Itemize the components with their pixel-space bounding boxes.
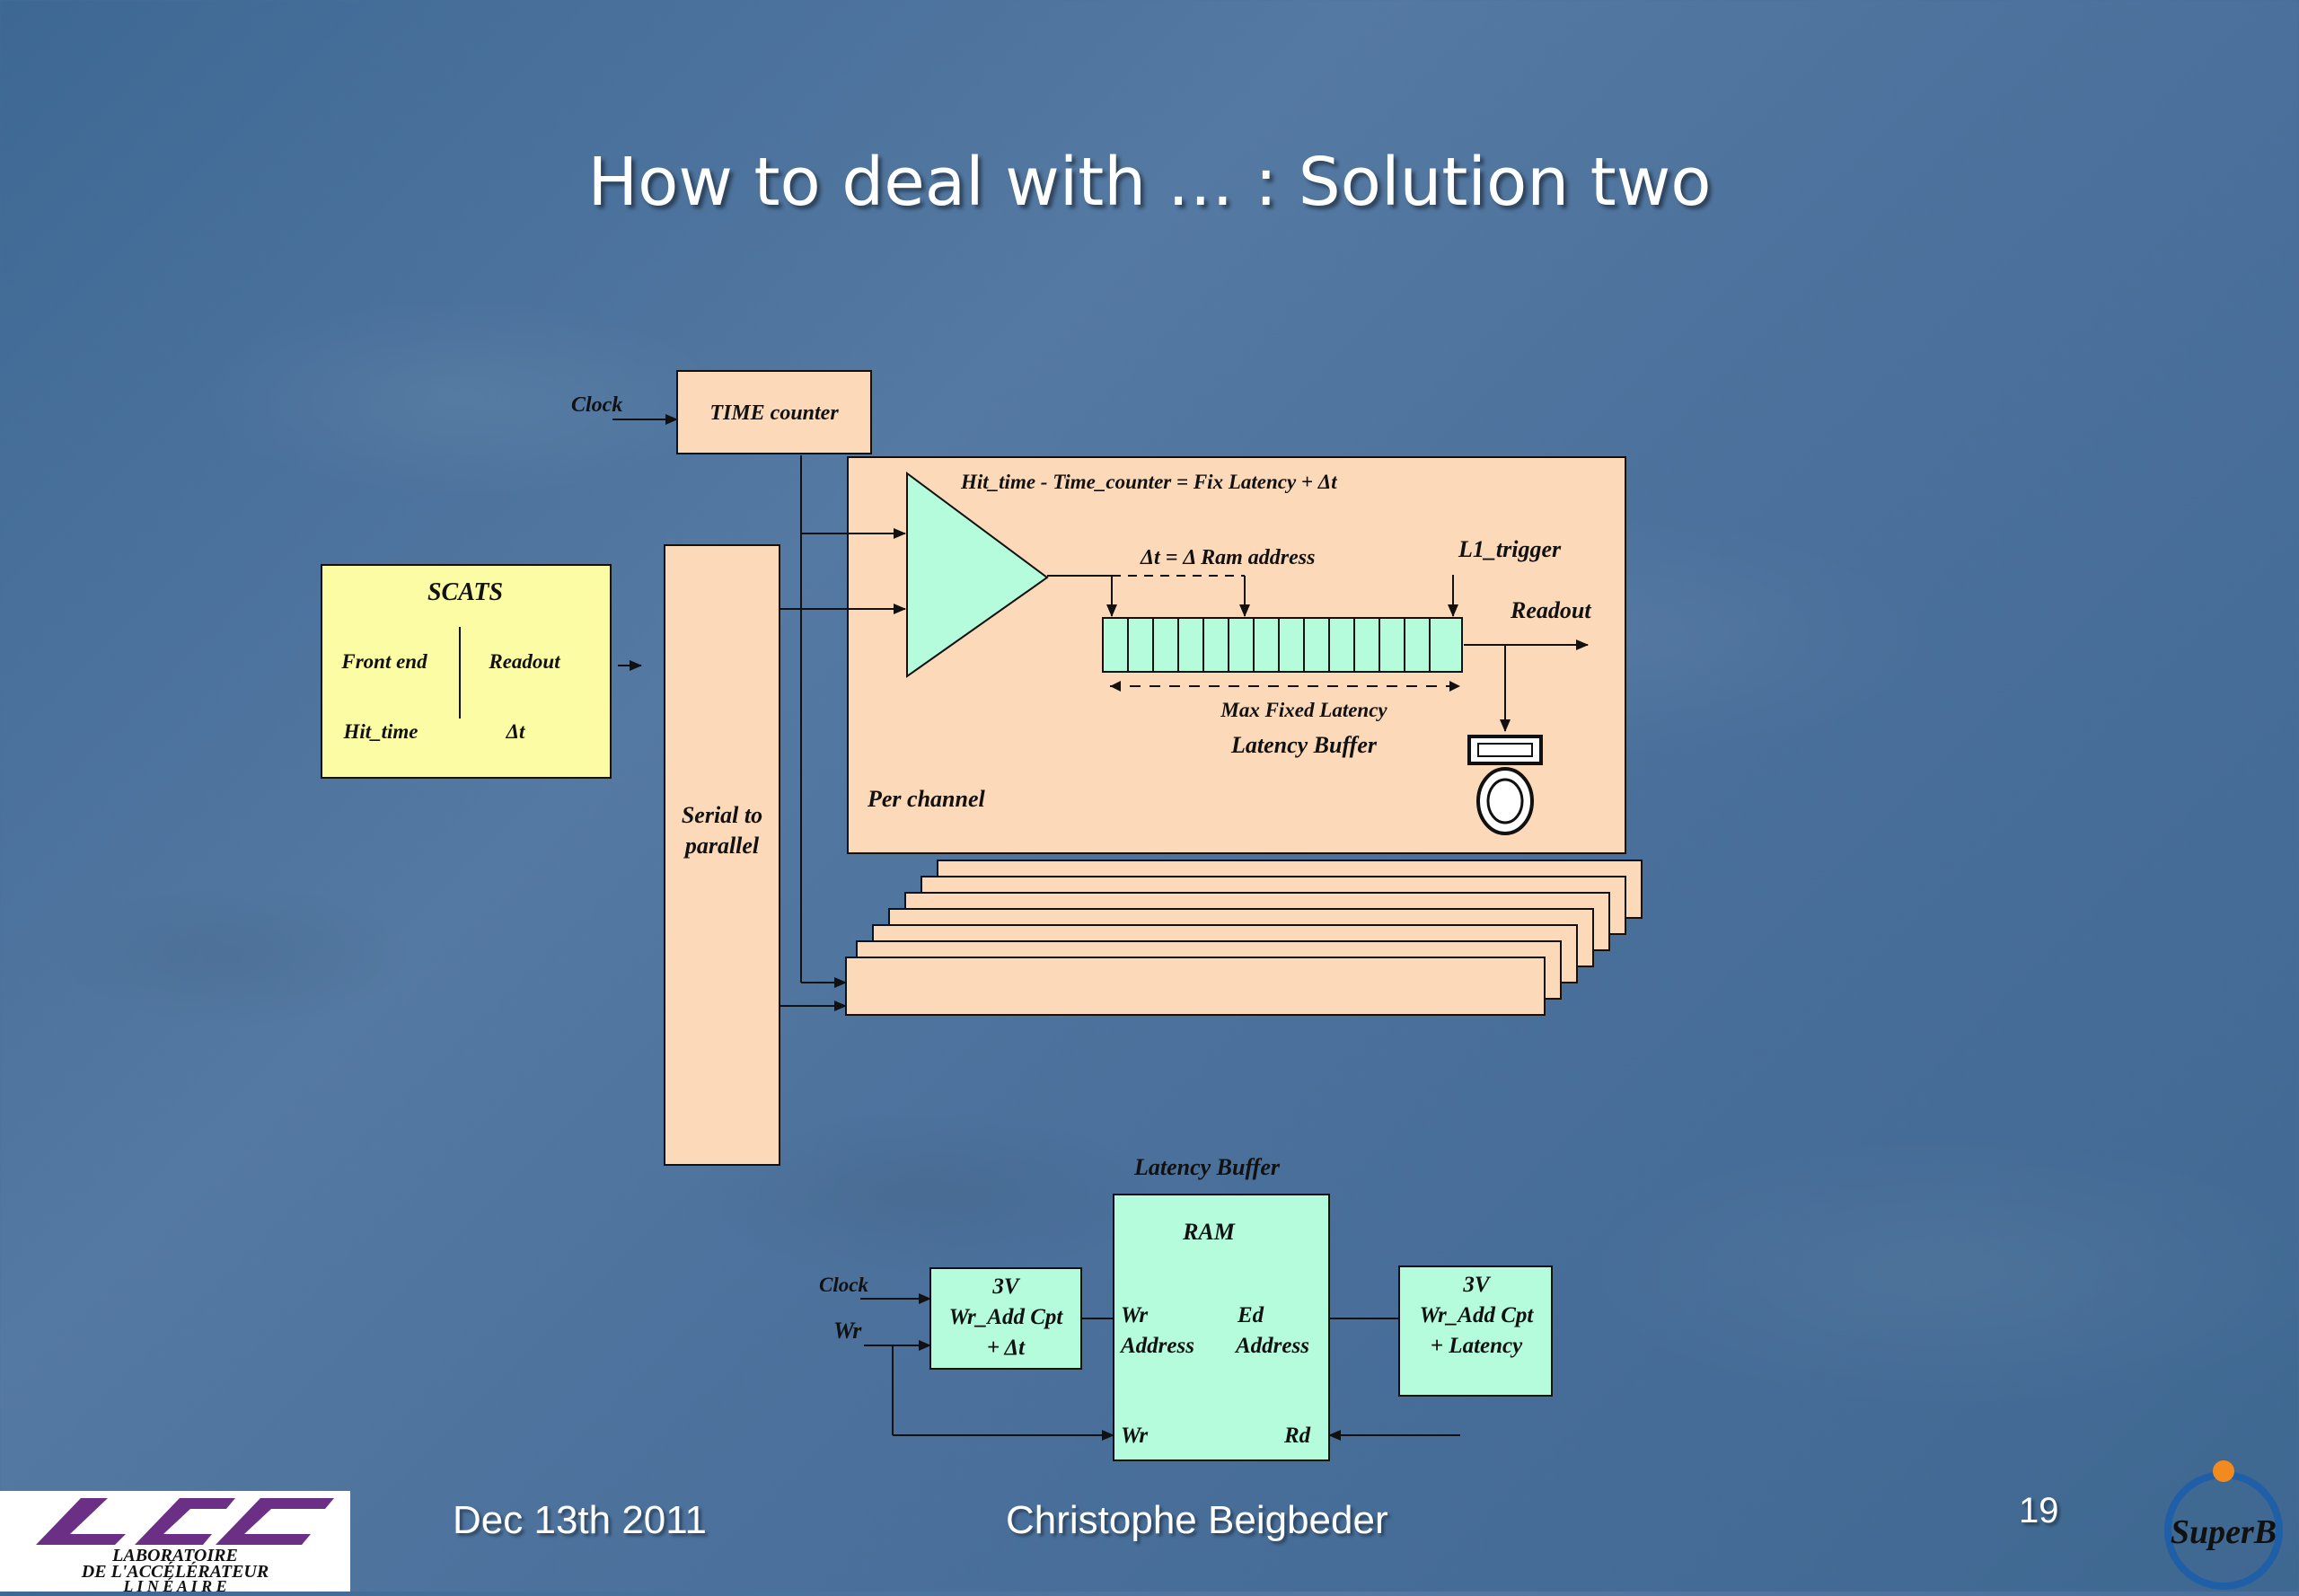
- svg-text:DE L'ACCÉLÉRATEUR: DE L'ACCÉLÉRATEUR: [81, 1561, 269, 1582]
- max-latency-right-head: [1449, 681, 1460, 692]
- serial-label-2: parallel: [683, 833, 760, 859]
- readout-label: Readout: [1510, 597, 1591, 623]
- l1-trigger-label: L1_trigger: [1458, 536, 1562, 562]
- scats-delta-t: Δt: [506, 720, 525, 743]
- ram-ed-label: Ed: [1237, 1303, 1264, 1327]
- write-counter-line-3: + Δt: [987, 1336, 1026, 1360]
- lal-logo-graphic: LABORATOIRE DE L'ACCÉLÉRATEUR L I N É A …: [36, 1498, 334, 1595]
- serial-to-parallel-box: [664, 544, 780, 1166]
- lal-logo: LABORATOIRE DE L'ACCÉLÉRATEUR L I N É A …: [0, 1491, 350, 1595]
- equation-label: Hit_time - Time_counter = Fix Latency + …: [960, 471, 1337, 493]
- ram-address-label: Δt = Δ Ram address: [1140, 546, 1315, 569]
- slide-title: How to deal with … : Solution two: [587, 144, 1712, 221]
- ram-ed-address-label: Address: [1234, 1334, 1309, 1358]
- ram-wr-address-label: Address: [1119, 1334, 1194, 1358]
- ram-wr-label: Wr: [1121, 1303, 1148, 1327]
- scats-front-end: Front end: [340, 650, 427, 673]
- bottom-latency-buffer-title: Latency Buffer: [1133, 1154, 1281, 1180]
- bottom-wr-label: Wr: [833, 1318, 862, 1344]
- page-number: 19: [2019, 1491, 2059, 1530]
- read-counter-line-2: Wr_Add Cpt: [1420, 1303, 1535, 1327]
- ram-wr-port-label: Wr: [1121, 1424, 1148, 1448]
- time-counter-label: TIME counter: [709, 401, 839, 425]
- clock-label: Clock: [571, 393, 622, 417]
- superb-logo-graphic: SuperB: [2164, 1460, 2283, 1590]
- latency-buffer-cells: [1102, 617, 1463, 673]
- ram-rd-port-label: Rd: [1283, 1424, 1311, 1448]
- write-counter-box: [929, 1267, 1082, 1370]
- bottom-clock-label: Clock: [819, 1274, 868, 1296]
- footer-date: Dec 13th 2011: [453, 1498, 707, 1542]
- comparator-triangle: [906, 472, 1049, 678]
- scats-hit-time: Hit_time: [342, 720, 418, 743]
- footer-author: Christophe Beigbeder: [1006, 1498, 1388, 1542]
- read-counter-line-1: 3V: [1462, 1273, 1492, 1297]
- superb-logo: SuperB: [2155, 1455, 2290, 1590]
- ram-label: RAM: [1182, 1219, 1236, 1245]
- max-fixed-latency-label: Max Fixed Latency: [1220, 699, 1387, 721]
- scats-box: [321, 564, 612, 779]
- serial-label-1: Serial to: [682, 802, 762, 828]
- channel-stack-layer: [845, 957, 1546, 1016]
- svg-text:SuperB: SuperB: [2171, 1513, 2277, 1551]
- time-counter-box: [676, 370, 872, 454]
- max-latency-left-head: [1110, 681, 1121, 692]
- latency-buffer-label: Latency Buffer: [1230, 732, 1378, 758]
- scats-label: SCATS: [427, 578, 503, 606]
- ram-box: [1113, 1194, 1330, 1461]
- read-counter-box: [1398, 1265, 1553, 1397]
- trash-bin-icon: [1467, 735, 1543, 835]
- write-counter-line-2: Wr_Add Cpt: [949, 1305, 1064, 1329]
- svg-text:LABORATOIRE: LABORATOIRE: [111, 1546, 238, 1565]
- latency-buffer-body: [1102, 617, 1463, 673]
- scats-readout: Readout: [488, 650, 560, 673]
- write-counter-line-1: 3V: [991, 1274, 1021, 1299]
- per-channel-label: Per channel: [867, 786, 986, 812]
- svg-text:L I N É A I R E: L I N É A I R E: [122, 1576, 226, 1592]
- read-counter-line-3: + Latency: [1431, 1334, 1523, 1358]
